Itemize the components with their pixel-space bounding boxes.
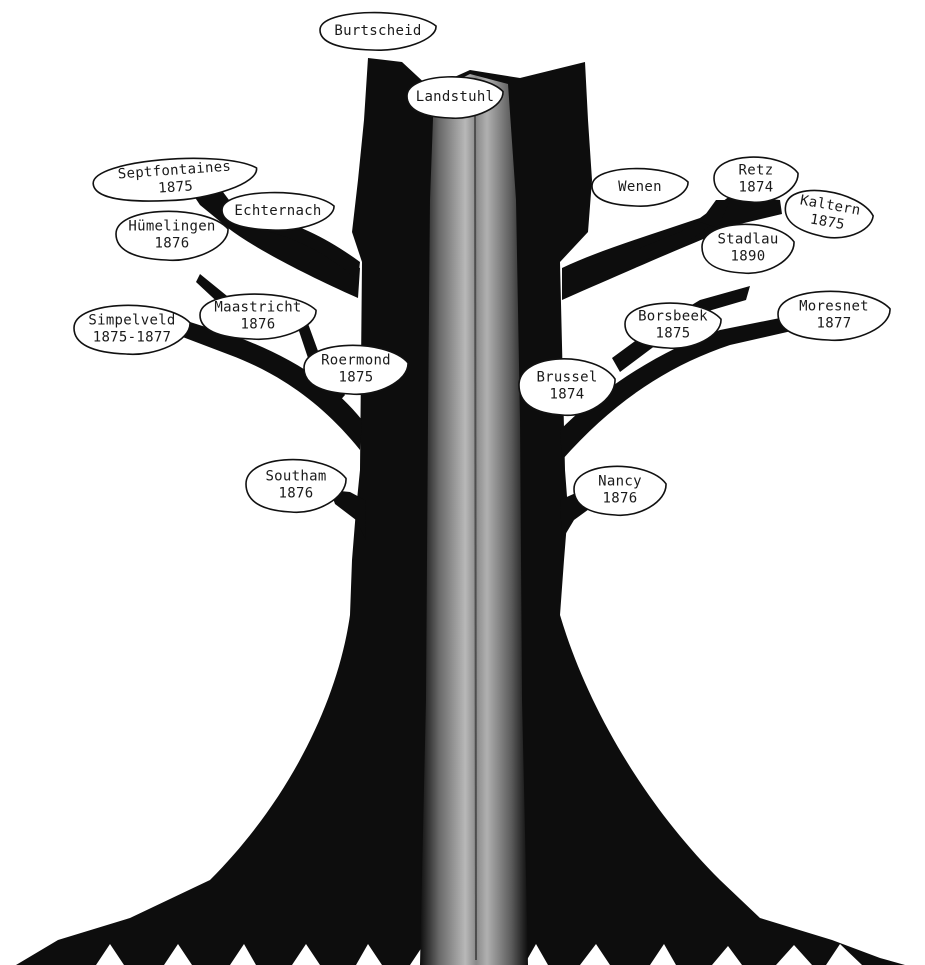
leaf-place-name: Echternach: [234, 203, 321, 219]
leaf-year: 1875: [158, 178, 194, 196]
leaf-burtscheid: Burtscheid: [320, 13, 436, 51]
leaf-place-name: Burtscheid: [334, 23, 421, 39]
leaf-place-name: Borsbeek: [638, 309, 708, 325]
leaf-place-name: Southam: [265, 469, 326, 485]
leaf-place-name: Maastricht: [214, 300, 301, 316]
leaf-wenen: Wenen: [592, 169, 688, 207]
leaf-place-name: Hümelingen: [128, 219, 215, 235]
leaf-place-name: Wenen: [618, 179, 662, 195]
leaf-place-name: Landstuhl: [416, 89, 495, 105]
leaf-place-name: Roermond: [321, 353, 391, 369]
leaf-year: 1874: [550, 387, 585, 403]
leaf-place-name: Moresnet: [799, 299, 869, 315]
leaf-place-name: Stadlau: [717, 232, 778, 248]
leaf-year: 1874: [739, 180, 774, 196]
leaf-place-name: Simpelveld: [88, 313, 175, 329]
leaf-year: 1876: [241, 317, 276, 333]
leaf-year: 1875: [656, 326, 691, 342]
leaf-year: 1890: [731, 249, 766, 265]
leaf-year: 1875: [339, 370, 374, 386]
leaf-year: 1877: [817, 316, 852, 332]
trunk-heartwood: [420, 74, 528, 965]
leaf-place-name: Retz: [739, 163, 774, 179]
leaf-place-name: Nancy: [598, 474, 642, 490]
leaf-place-name: Brussel: [536, 370, 597, 386]
leaf-year: 1876: [603, 491, 638, 507]
leaf-year: 1875-1877: [93, 330, 172, 346]
trunk-grain: [475, 100, 476, 960]
leaf-year: 1876: [155, 236, 190, 252]
leaf-year: 1876: [279, 486, 314, 502]
leaf-echternach: Echternach: [222, 193, 334, 231]
